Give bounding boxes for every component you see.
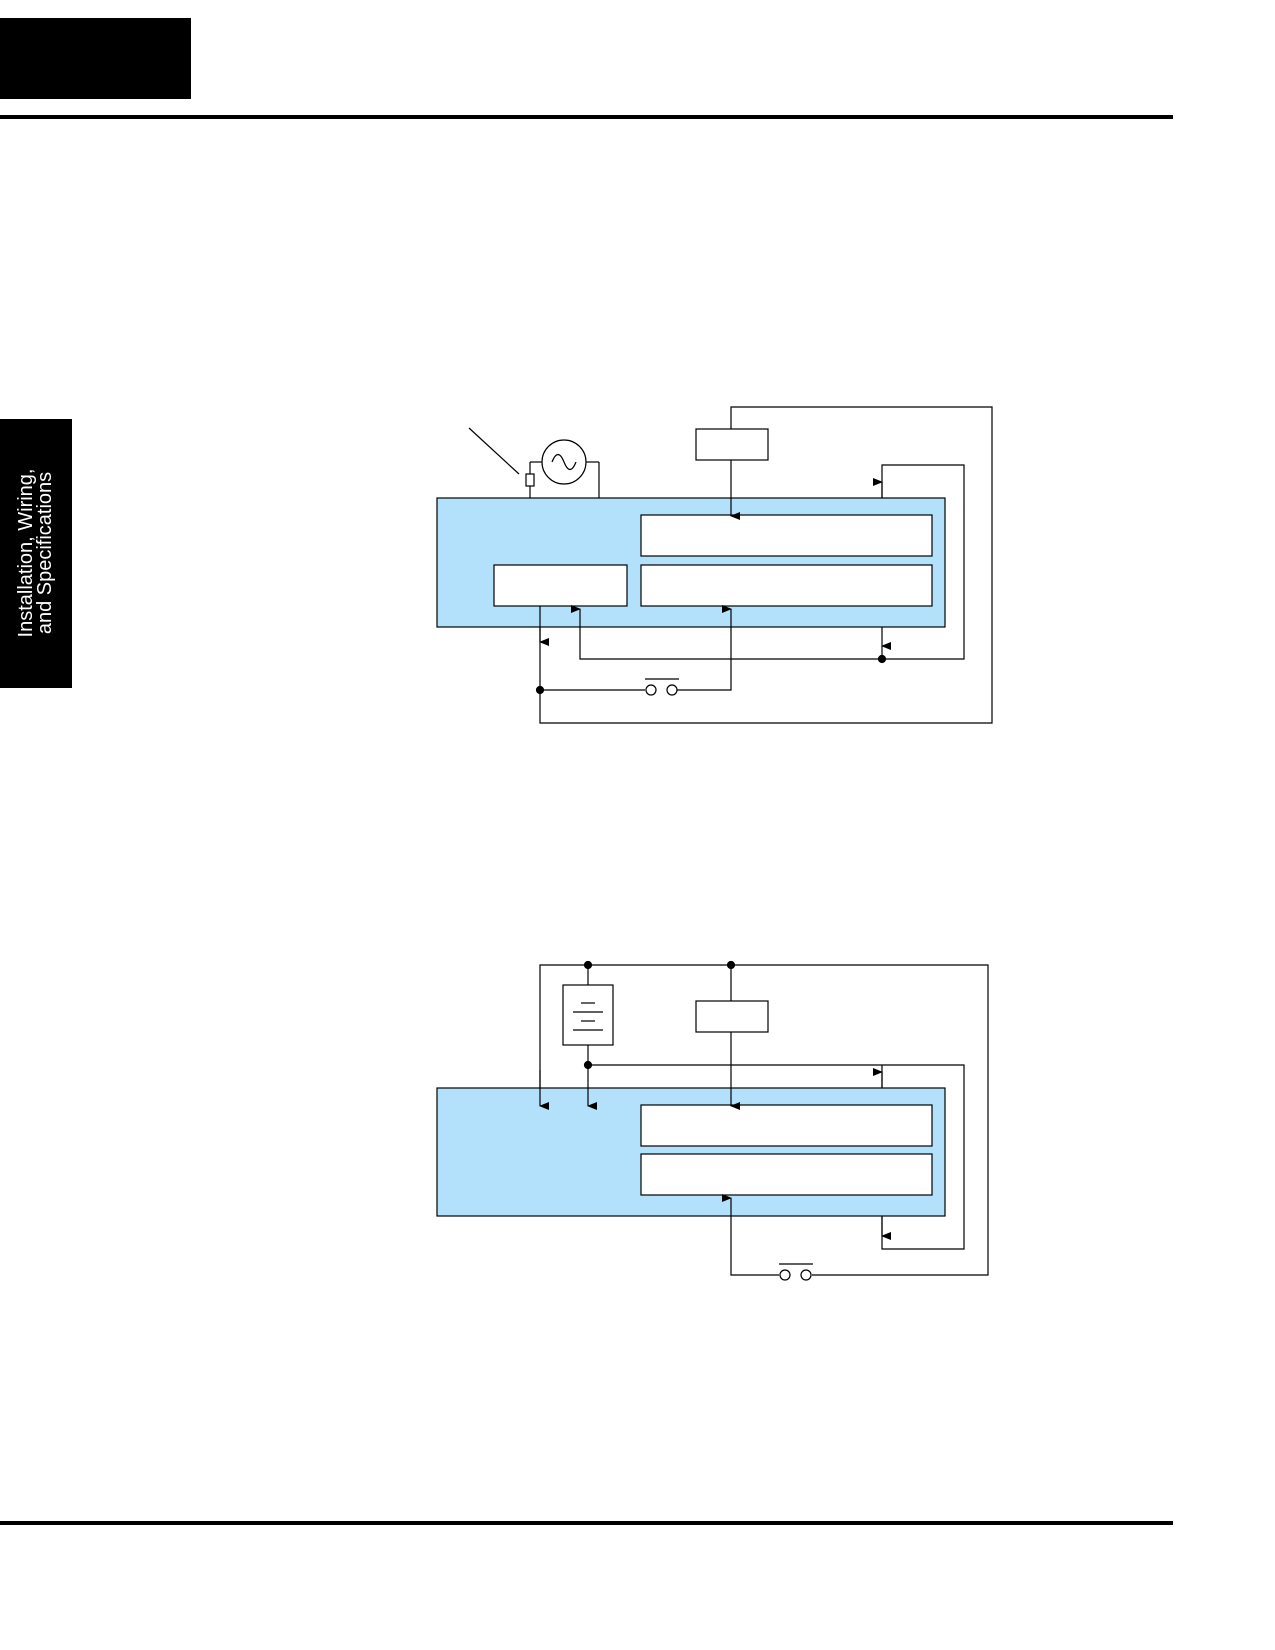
supply-bus-wire	[539, 964, 989, 1276]
device-outer-wire	[539, 406, 993, 724]
chapter-header-block	[0, 18, 191, 99]
switch-contacts-icon	[779, 1263, 813, 1281]
upper-return-wire	[881, 464, 965, 660]
upper-terminal-block	[640, 1104, 933, 1147]
external-device-box	[695, 428, 769, 461]
power-terminal-block	[493, 564, 628, 607]
lower-terminal-block	[640, 564, 933, 607]
battery-icon	[562, 984, 614, 1046]
header-rule	[0, 115, 1173, 119]
ground-terminal-icon	[468, 427, 535, 487]
ac-source-icon	[529, 439, 600, 498]
dc-wiring-diagram	[436, 960, 989, 1281]
footer-rule	[0, 1521, 1173, 1525]
side-chapter-tab[interactable]: Installation, Wiring, and Specifications	[0, 419, 72, 688]
switch-contacts-icon	[645, 678, 679, 696]
upper-terminal-block	[640, 514, 933, 557]
common-return-wire	[579, 627, 882, 660]
ac-wiring-diagram	[436, 406, 993, 724]
lower-terminal-block	[640, 1153, 933, 1196]
external-device-box	[695, 1000, 769, 1033]
